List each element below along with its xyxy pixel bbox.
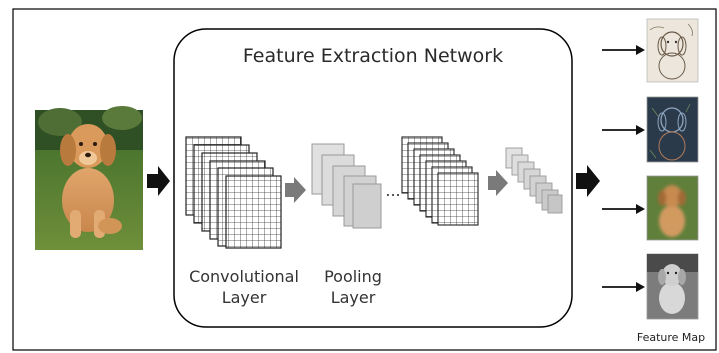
output-arrow <box>576 165 600 197</box>
feature-map-arrows <box>602 45 645 292</box>
conv2-to-pool2-arrow <box>488 170 508 196</box>
conv-label-line1: Convolutional <box>189 267 299 286</box>
pool-layer-stack <box>311 143 382 229</box>
feature-map-sketch <box>646 18 699 83</box>
conv-layer-stack-1 <box>185 136 282 249</box>
conv-layer-stack-2 <box>401 136 479 226</box>
feature-map-blur <box>646 175 699 241</box>
outer-border <box>12 8 717 351</box>
conv-label-line2: Layer <box>222 288 267 307</box>
feature-map-grayscale <box>646 253 699 320</box>
feature-map-edge <box>646 96 699 163</box>
pool-label-line2: Layer <box>331 288 376 307</box>
pool-label-line1: Pooling <box>324 267 382 286</box>
pool-layer-stack-2 <box>505 147 563 214</box>
network-title: Feature Extraction Network <box>243 45 503 67</box>
input-arrow <box>147 166 170 196</box>
input-puppy-image <box>35 106 143 250</box>
conv-to-pool-arrow <box>285 177 306 203</box>
ellipsis: ... <box>385 181 400 200</box>
feature-map-label: Feature Map <box>637 331 705 344</box>
